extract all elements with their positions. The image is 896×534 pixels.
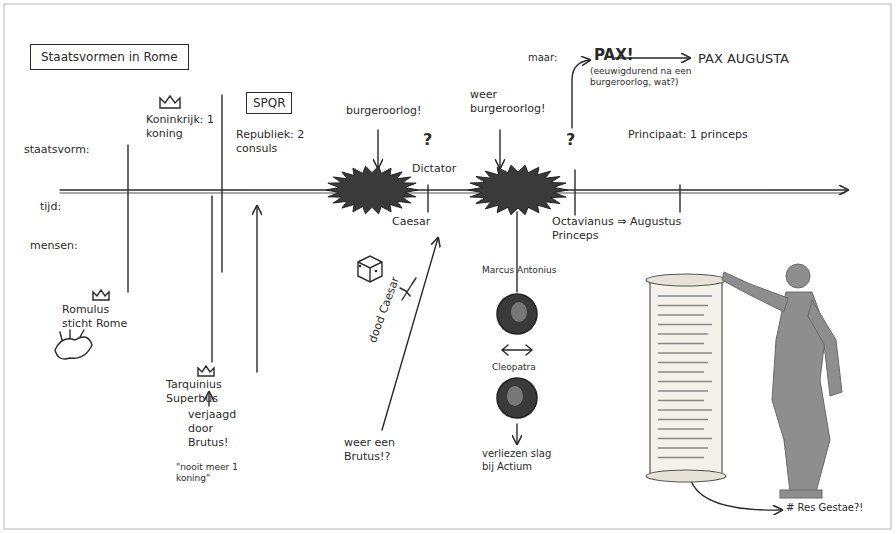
crown-icon — [160, 96, 180, 108]
sketch-label: weer een Brutus!? — [344, 436, 424, 464]
wolf-icon — [55, 330, 92, 359]
war-arrow — [499, 130, 500, 168]
augustus-tick — [679, 185, 680, 212]
spqr-box: SPQR — [246, 92, 292, 114]
scroll-arrow — [690, 478, 782, 510]
sketch-label: Principaat: 1 princeps — [628, 128, 748, 142]
coin — [497, 294, 537, 334]
sketch-label: ? — [423, 130, 432, 150]
scroll-line — [658, 371, 704, 373]
sketch-label: Marcus Antonius — [482, 265, 556, 276]
civil-war-burst — [468, 165, 568, 214]
sketch-label: PAX! — [594, 46, 634, 65]
sketch-label: mensen: — [30, 239, 78, 253]
caesar-tick — [427, 185, 428, 212]
scroll-line — [658, 381, 712, 383]
coin-portrait — [511, 302, 527, 322]
augustus-statue — [722, 264, 842, 498]
scroll-line — [658, 314, 704, 316]
republic-start-line — [221, 95, 222, 272]
versus-arrow — [502, 345, 532, 355]
sketch-label: Cleopatra — [492, 362, 536, 373]
sketch-label: Dictator — [412, 162, 456, 176]
scroll-line — [658, 352, 712, 354]
frame — [4, 4, 891, 529]
sketch-label: maar: — [528, 52, 557, 65]
node-text: SPQR — [253, 96, 286, 110]
scroll-line — [658, 419, 708, 421]
sketch-label: staatsvorm: — [24, 143, 90, 157]
timeline-arrow — [60, 189, 848, 190]
sketch-label: Republiek: 2 consuls — [236, 128, 316, 156]
sketch-label: Caesar — [392, 215, 430, 229]
sketch-label: PAX AUGUSTA — [698, 51, 789, 67]
war-arrow — [377, 130, 378, 168]
scroll-line — [658, 295, 712, 297]
title-box: Staatsvormen in Rome — [30, 44, 189, 70]
scroll-line — [658, 305, 708, 307]
civil-war-burst — [326, 166, 418, 214]
coin — [497, 378, 537, 418]
sketch-label: weer burgeroorlog! — [470, 88, 550, 116]
octavianus-tick — [574, 170, 575, 215]
scroll-line — [658, 428, 704, 430]
sketch-label: Tarquinius Superbus — [166, 378, 246, 406]
scroll-line — [658, 362, 708, 364]
scroll-line — [658, 457, 704, 459]
sketch-label: dood Caesar — [366, 275, 403, 345]
coin-portrait — [507, 386, 523, 406]
scroll-line — [658, 400, 704, 402]
brutus-arrow — [256, 206, 257, 372]
scroll-line — [658, 333, 708, 335]
pax-arrow — [572, 60, 590, 128]
scroll-line — [658, 409, 712, 411]
scroll-line — [658, 447, 708, 449]
sketch-label: Romulus sticht Rome — [62, 303, 142, 331]
sketch-label: ? — [566, 130, 575, 150]
romulus-line — [127, 145, 128, 292]
scroll-illustration — [646, 274, 726, 482]
crown-icon — [198, 366, 214, 376]
sketch-label: burgeroorlog! — [346, 104, 421, 118]
sketch-label: verliezen slag bij Actium — [482, 448, 562, 473]
sketch-label: # Res Gestae?! — [786, 502, 863, 515]
sketch-label: (eeuwigdurend na een burgeroorlog, wat?) — [590, 66, 710, 89]
sketch-label: Koninkrijk: 1 koning — [146, 113, 216, 141]
tarquinius-line — [211, 196, 212, 362]
sketch-label: Octavianus ⇒ Augustus Princeps — [552, 215, 717, 243]
dagger-icon — [400, 278, 416, 300]
scroll-line — [658, 438, 712, 440]
down-arrow — [516, 424, 517, 444]
sketch-label: tijd: — [40, 200, 61, 214]
crown-icon — [93, 290, 109, 300]
dice-icon — [358, 256, 382, 282]
scroll-line — [658, 390, 708, 392]
scroll-line — [658, 324, 712, 326]
timeline-stroke — [60, 193, 845, 194]
scroll-line — [658, 343, 704, 345]
antonius-line — [516, 212, 517, 292]
sketch-label: "nooit meer 1 koning" — [176, 462, 266, 485]
brutus-caesar-arrow — [382, 238, 438, 430]
sketch-label: verjaagd door Brutus! — [188, 408, 250, 449]
